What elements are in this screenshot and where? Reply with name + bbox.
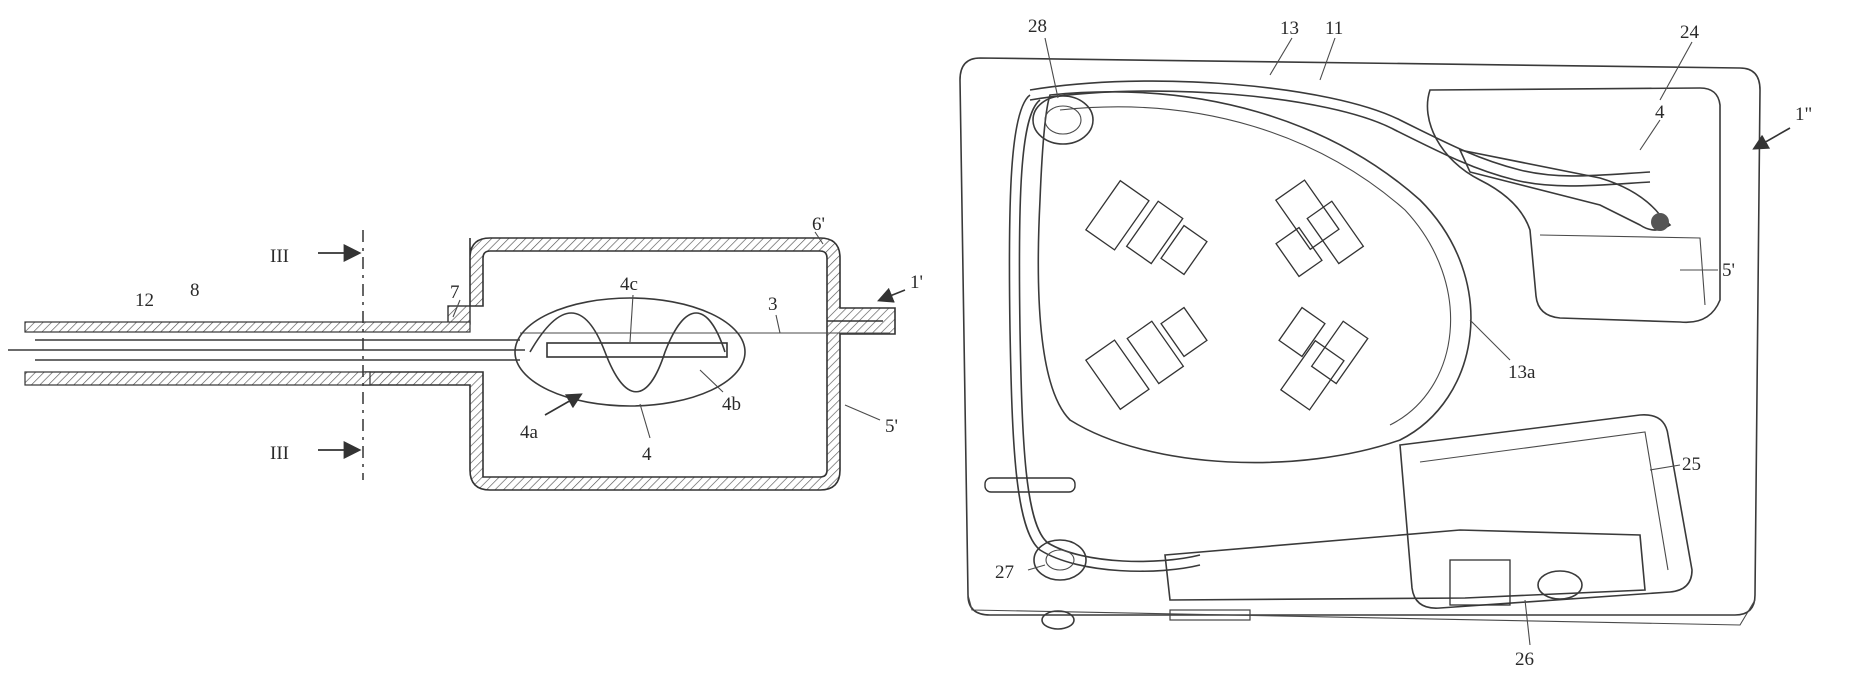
connector-26-knob: [1538, 571, 1582, 599]
arrow-1prime: [880, 290, 905, 300]
label-12: 12: [135, 290, 154, 311]
figure-left-cross-section: III III 12 8 7 6' 1' 3 4c 4a 4 4b 5': [8, 214, 923, 490]
label-11: 11: [1325, 18, 1343, 39]
tube-lower-wall: [25, 372, 370, 385]
leader-11: [1320, 38, 1335, 80]
cable-11: [1030, 91, 1650, 186]
leader-28: [1045, 38, 1058, 98]
tray-25-inner: [1420, 432, 1668, 570]
leader-4b: [700, 370, 723, 392]
label-1prime: 1': [910, 272, 923, 293]
slot-group: [1086, 180, 1368, 410]
coil-4a-4b: [530, 313, 725, 392]
leader-13: [1270, 38, 1292, 75]
connector-26: [1165, 530, 1645, 600]
label-1doubleprime: 1": [1795, 104, 1812, 125]
label-section-top: III: [270, 246, 289, 267]
sensor-4-end: [1651, 213, 1669, 231]
label-13a: 13a: [1508, 362, 1536, 383]
label-13: 13: [1280, 18, 1299, 39]
label-24: 24: [1680, 22, 1700, 43]
label-7: 7: [450, 282, 460, 303]
leader-24: [1660, 42, 1692, 100]
label-4b: 4b: [722, 394, 741, 415]
label-section-bottom: III: [270, 443, 289, 464]
arrow-4a: [545, 395, 580, 415]
leader-4: [640, 404, 650, 438]
reel-13a-rim: [1060, 107, 1451, 425]
label-27: 27: [995, 562, 1014, 583]
leader-5prime: [845, 405, 880, 420]
label-28: 28: [1028, 16, 1047, 37]
base-plate: [960, 58, 1760, 615]
leader-4-right: [1640, 120, 1660, 150]
tray-25: [1400, 415, 1692, 608]
tube-upper-wall: [25, 322, 470, 332]
cable-13: [1030, 81, 1650, 176]
label-25: 25: [1682, 454, 1701, 475]
label-26: 26: [1515, 649, 1534, 670]
t-clip: [985, 478, 1075, 492]
flange-7: [448, 306, 470, 324]
foot-left: [1042, 611, 1074, 629]
label-5prime-right: 5': [1722, 260, 1735, 281]
label-4a: 4a: [520, 422, 539, 443]
leader-4c: [630, 295, 633, 342]
leader-13a: [1470, 320, 1510, 360]
label-3: 3: [768, 294, 778, 315]
label-6prime: 6': [812, 214, 825, 235]
figure-right-perspective: 28 13 11 24 1" 4 5' 13a 25 27 26: [960, 16, 1812, 670]
pocket-24: [1427, 88, 1720, 322]
label-4c: 4c: [620, 274, 638, 295]
core-4c: [547, 343, 727, 357]
leader-3: [776, 315, 780, 333]
label-4: 4: [642, 444, 652, 465]
label-4-right: 4: [1655, 102, 1665, 123]
cable-left-run: [1009, 95, 1200, 571]
label-8: 8: [190, 280, 200, 301]
label-5prime: 5': [885, 416, 898, 437]
ring-28: [1033, 96, 1093, 144]
reel-13a: [1038, 92, 1471, 463]
leader-25: [1650, 465, 1680, 470]
leader-26: [1525, 600, 1530, 645]
